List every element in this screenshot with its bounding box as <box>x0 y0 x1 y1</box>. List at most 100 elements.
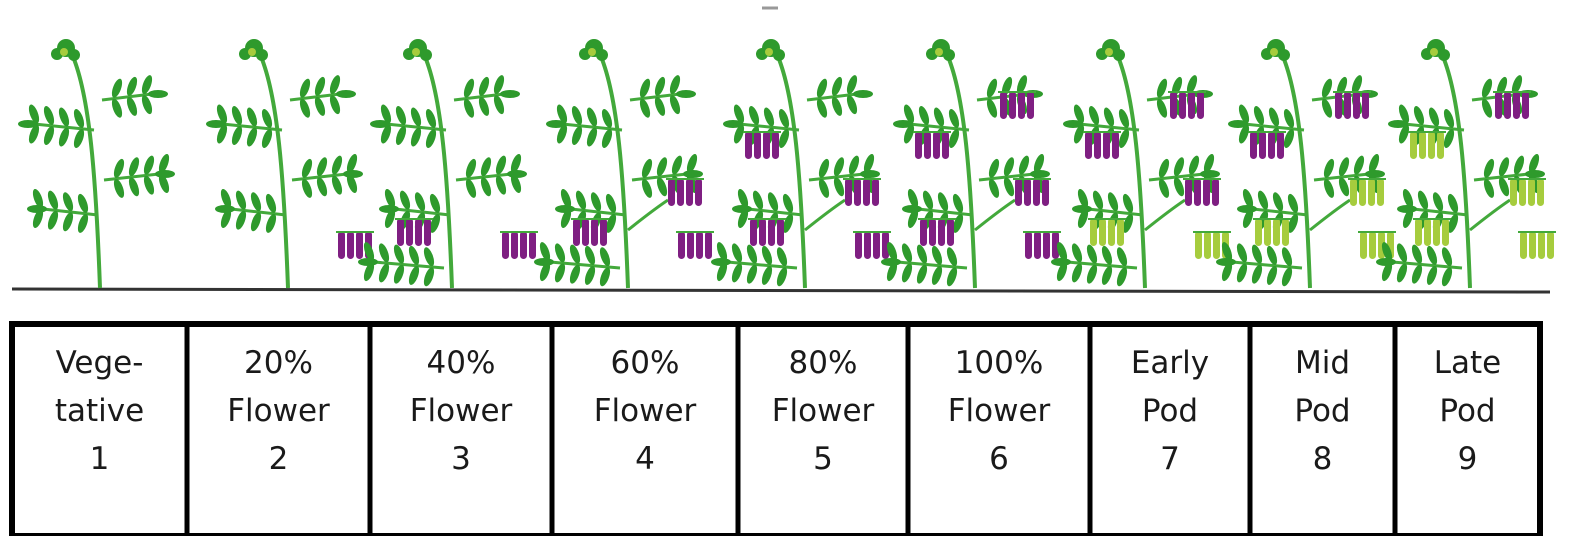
leaflet <box>330 174 344 196</box>
leaflet <box>1280 266 1294 288</box>
flower-cluster <box>843 178 881 206</box>
leaflet <box>1157 178 1171 200</box>
leaflet <box>1115 246 1129 268</box>
stage-number: 3 <box>370 435 552 483</box>
plant-stage-9 <box>1376 39 1556 288</box>
leaflet <box>553 242 567 264</box>
leaflet <box>900 242 914 264</box>
leaflet <box>815 77 829 99</box>
branch <box>975 200 1015 230</box>
leaflet <box>598 246 612 268</box>
stage-label-line1: 20% <box>187 339 370 387</box>
leaflet <box>760 265 774 287</box>
leaflet <box>1106 191 1120 213</box>
stage-cell-3: 40%Flower3 <box>370 325 552 483</box>
stage-number: 8 <box>1250 435 1395 483</box>
leaflet <box>1017 154 1031 176</box>
flower-cluster <box>913 131 951 159</box>
leaflet <box>600 108 614 130</box>
leaflet <box>638 97 652 119</box>
leaflet <box>1282 108 1296 130</box>
leaflet <box>1155 97 1169 119</box>
leaflet <box>987 178 1001 200</box>
flower-cluster <box>1248 131 1286 159</box>
leaflet <box>424 108 438 130</box>
leaflet <box>313 76 327 98</box>
leaflet <box>1070 242 1084 264</box>
leaflet <box>1482 178 1496 200</box>
leaf-rachis <box>222 124 282 130</box>
leaflet <box>917 105 931 127</box>
leaflet <box>760 245 774 267</box>
plant-stage-1 <box>18 39 175 288</box>
leaflet <box>1440 246 1454 268</box>
leaflet <box>155 170 175 178</box>
leaflet <box>568 243 582 265</box>
leaflet <box>1087 105 1101 127</box>
leaflet <box>1397 205 1417 213</box>
leaflet <box>775 266 789 288</box>
leaflet <box>61 191 75 213</box>
top-bud <box>579 39 608 61</box>
leaflet <box>413 191 427 213</box>
top-bud <box>51 39 80 61</box>
leaflet <box>409 126 423 148</box>
flower-cluster <box>1083 131 1121 159</box>
leaflet <box>215 205 235 213</box>
pod-cluster <box>1413 218 1451 246</box>
leaflet <box>902 205 922 213</box>
stage-number: 4 <box>552 435 738 483</box>
leaflet <box>1030 170 1050 178</box>
plant-stage-4 <box>534 39 714 288</box>
stage-cell-8: MidPod8 <box>1250 325 1395 483</box>
plant-stage-2 <box>206 39 374 288</box>
leaflet <box>683 170 703 178</box>
leaflet <box>494 154 508 176</box>
leaflet <box>110 97 124 119</box>
leaflet <box>945 266 959 288</box>
leaflet <box>245 106 259 128</box>
leaflet <box>1425 245 1439 267</box>
leaflet <box>315 176 329 198</box>
pod-cluster <box>1348 178 1386 206</box>
leaflet <box>27 205 47 213</box>
leaflet <box>947 108 961 130</box>
flower-cluster <box>676 231 714 259</box>
leaflet <box>1410 243 1424 265</box>
leaf-rachis <box>34 124 94 130</box>
leaflet <box>762 106 776 128</box>
leaflet <box>1070 262 1084 284</box>
leaflet <box>1216 258 1236 266</box>
leaf-rachis <box>739 124 799 130</box>
leaflet <box>394 125 408 147</box>
leaflet <box>985 77 999 99</box>
leaflet <box>1100 245 1114 267</box>
stage-label-line1: Early <box>1090 339 1250 387</box>
leaflet <box>1320 77 1334 99</box>
leaflet <box>830 76 844 98</box>
leaflet <box>915 243 929 265</box>
leaflet <box>723 120 743 128</box>
leaflet <box>747 105 761 127</box>
leaflet <box>57 126 71 148</box>
leaflet <box>313 96 327 118</box>
leaflet <box>407 265 421 287</box>
plant-stage-7 <box>1051 39 1231 288</box>
leaflet <box>298 77 312 99</box>
leaflet <box>936 191 950 213</box>
stage-label-line1: 80% <box>738 339 908 387</box>
leaflet <box>1271 191 1285 213</box>
main-stem <box>70 50 100 288</box>
leaflet <box>1440 266 1454 288</box>
leaflet <box>600 128 614 150</box>
leaflet <box>260 128 274 150</box>
leaflet <box>1072 205 1092 213</box>
leaflet <box>1063 120 1083 128</box>
main-stem <box>258 50 288 288</box>
leaflet <box>574 189 588 211</box>
leaflet <box>42 105 56 127</box>
ground-line <box>12 289 1550 292</box>
plant-stage-8 <box>1216 39 1396 288</box>
